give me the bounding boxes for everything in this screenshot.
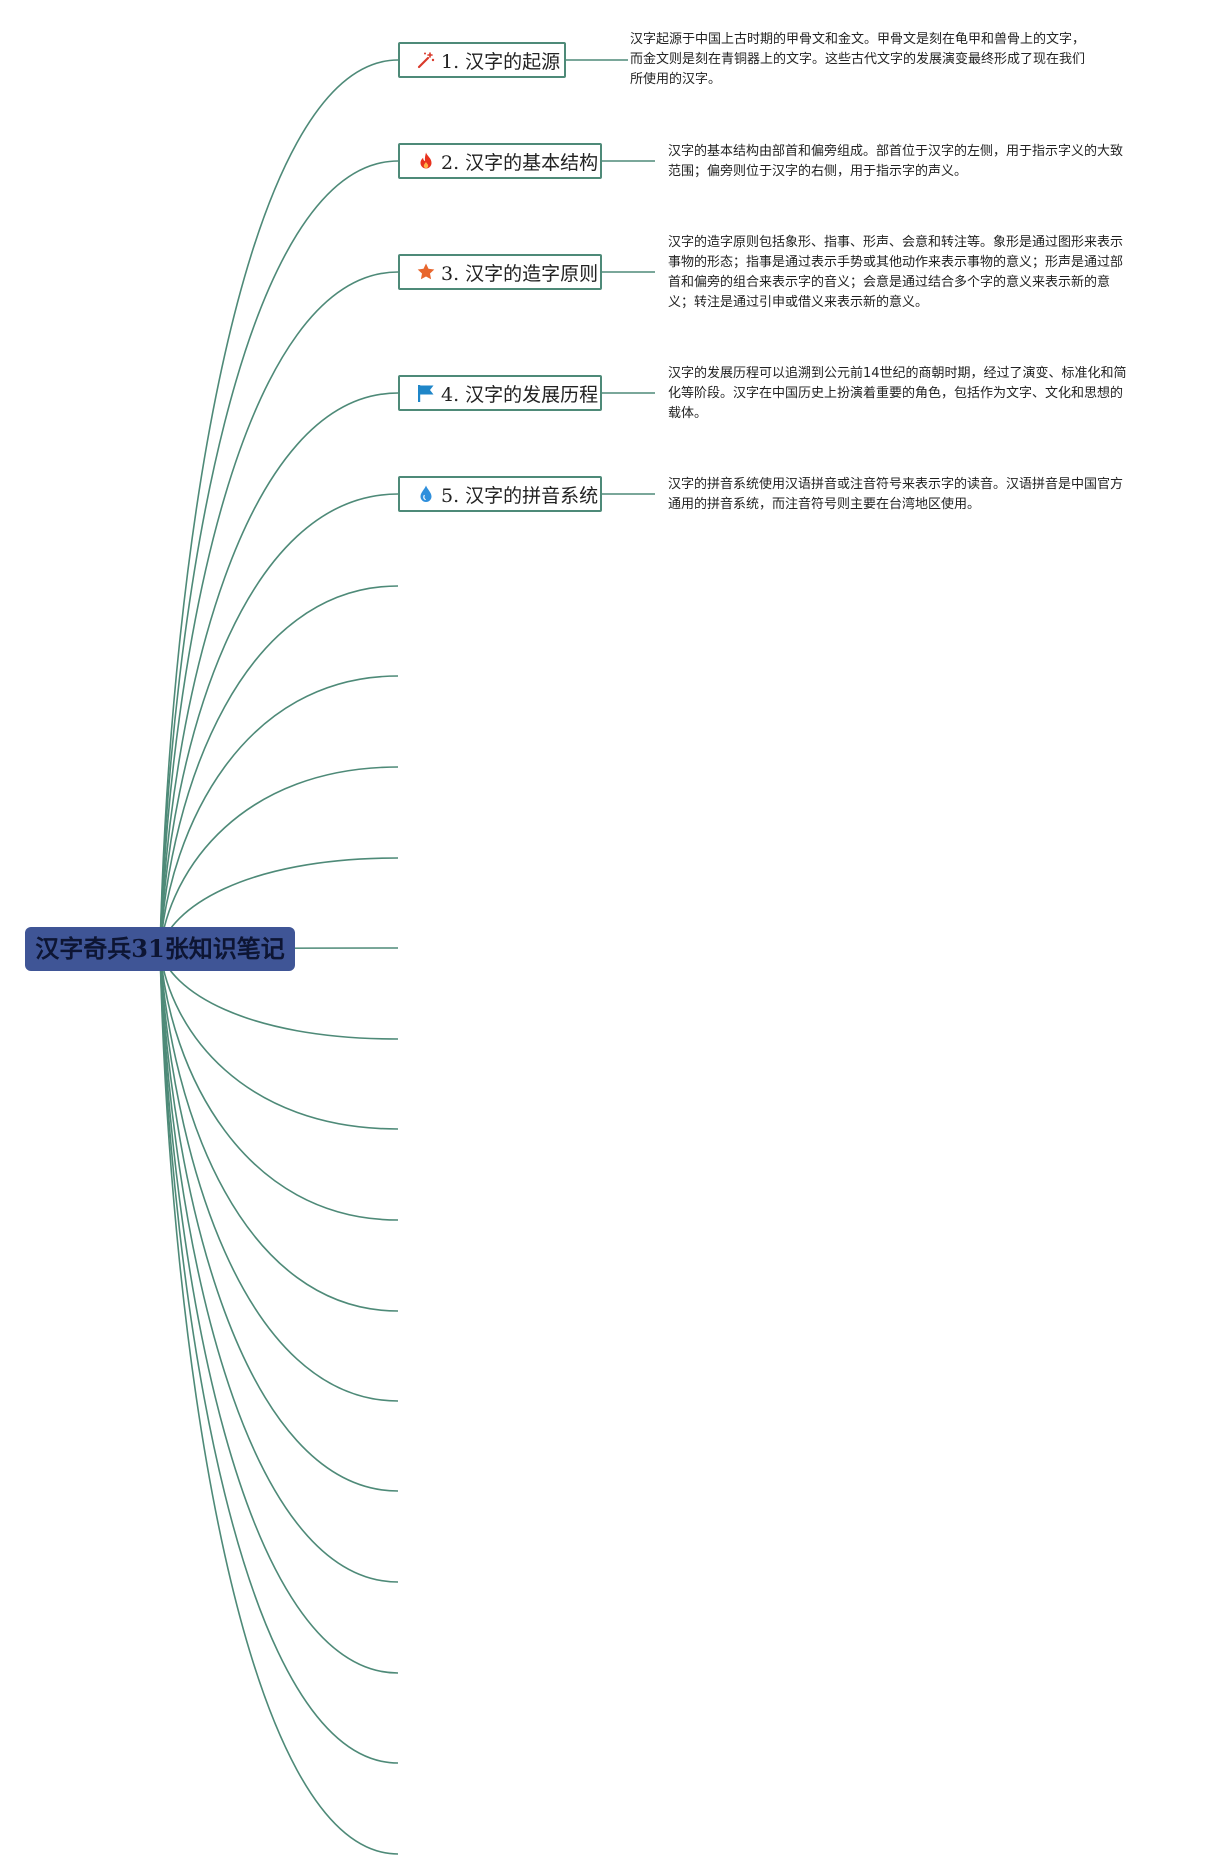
- water-drop-icon: [416, 484, 436, 504]
- branch-line: [159, 949, 399, 1764]
- topic-note: 汉字起源于中国上古时期的甲骨文和金文。甲骨文是刻在龟甲和兽骨上的文字， 而金文则是…: [630, 30, 1085, 90]
- topic-node[interactable]: 2. 汉字的基本结构: [398, 143, 602, 179]
- note-line: 汉字的造字原则包括象形、指事、形声、会意和转注等。象形是通过图形来表示: [668, 235, 1124, 250]
- note-line: 汉字起源于中国上古时期的甲骨文和金文。甲骨文是刻在龟甲和兽骨上的文字，: [630, 32, 1086, 47]
- note-line: 首和偏旁的组合来表示字的音义；会意是通过结合多个字的意义来表示新的意: [668, 275, 1111, 290]
- branch-line: [159, 949, 399, 1402]
- branch-line: [159, 493, 399, 951]
- branch-line: [159, 949, 399, 1221]
- branch-line: [159, 766, 399, 951]
- topic-node[interactable]: 4. 汉字的发展历程: [398, 375, 602, 411]
- star-icon: [416, 262, 436, 282]
- note-line: 化等阶段。汉字在中国历史上扮演着重要的角色，包括作为文字、文化和思想的: [668, 386, 1124, 401]
- topic-node[interactable]: 1. 汉字的起源: [398, 42, 566, 78]
- topic-note: 汉字的基本结构由部首和偏旁组成。部首位于汉字的左侧，用于指示字义的大致范围；偏旁…: [668, 142, 1123, 182]
- branch-line: [159, 392, 399, 951]
- branch-line: [159, 949, 399, 1130]
- branch-line: [159, 271, 399, 951]
- note-line: 汉字的发展历程可以追溯到公元前14世纪的商朝时期，经过了演变、标准化和简: [668, 366, 1127, 381]
- topic-node[interactable]: 3. 汉字的造字原则: [398, 254, 602, 290]
- root-node[interactable]: 汉字奇兵31张知识笔记: [25, 927, 295, 971]
- topic-note: 汉字的拼音系统使用汉语拼音或注音符号来表示字的读音。汉语拼音是中国官方通用的拼音…: [668, 475, 1123, 515]
- topic-label: 4. 汉字的发展历程: [441, 383, 599, 406]
- fire-icon: [416, 151, 436, 171]
- branch-line: [159, 949, 399, 1855]
- branch-line: [159, 585, 399, 951]
- note-line: 通用的拼音系统，而注音符号则主要在台湾地区使用。: [668, 497, 981, 512]
- note-line: 汉字的基本结构由部首和偏旁组成。部首位于汉字的左侧，用于指示字义的大致: [668, 144, 1124, 159]
- topic-note: 汉字的造字原则包括象形、指事、形声、会意和转注等。象形是通过图形来表示事物的形态…: [668, 233, 1123, 313]
- branch-line: [159, 949, 399, 1492]
- branch-line: [159, 949, 399, 1583]
- branch-line: [159, 949, 399, 1312]
- topic-note: 汉字的发展历程可以追溯到公元前14世纪的商朝时期，经过了演变、标准化和简化等阶段…: [668, 364, 1127, 424]
- magic-wand-icon: [416, 50, 436, 70]
- topic-node[interactable]: 5. 汉字的拼音系统: [398, 476, 602, 512]
- note-line: 而金文则是刻在青铜器上的文字。这些古代文字的发展演变最终形成了现在我们: [630, 52, 1086, 67]
- note-line: 汉字的拼音系统使用汉语拼音或注音符号来表示字的读音。汉语拼音是中国官方: [668, 477, 1124, 492]
- topic-label: 5. 汉字的拼音系统: [441, 484, 599, 507]
- flag-icon: [416, 383, 436, 403]
- note-line: 所使用的汉字。: [630, 72, 722, 87]
- note-line: 事物的形态；指事是通过表示手势或其他动作来表示事物的意义；形声是通过部: [668, 255, 1124, 270]
- note-line: 范围；偏旁则位于汉字的右侧，用于指示字的声义。: [668, 164, 968, 179]
- branch-line: [159, 160, 399, 951]
- topic-label: 1. 汉字的起源: [441, 50, 561, 73]
- topic-label: 3. 汉字的造字原则: [441, 262, 599, 285]
- note-line: 载体。: [668, 406, 708, 421]
- branch-line: [159, 949, 399, 1674]
- branch-line: [159, 675, 399, 951]
- branch-line: [159, 59, 399, 951]
- topic-label: 2. 汉字的基本结构: [441, 151, 599, 174]
- note-line: 义；转注是通过引申或借义来表示新的意义。: [668, 295, 929, 310]
